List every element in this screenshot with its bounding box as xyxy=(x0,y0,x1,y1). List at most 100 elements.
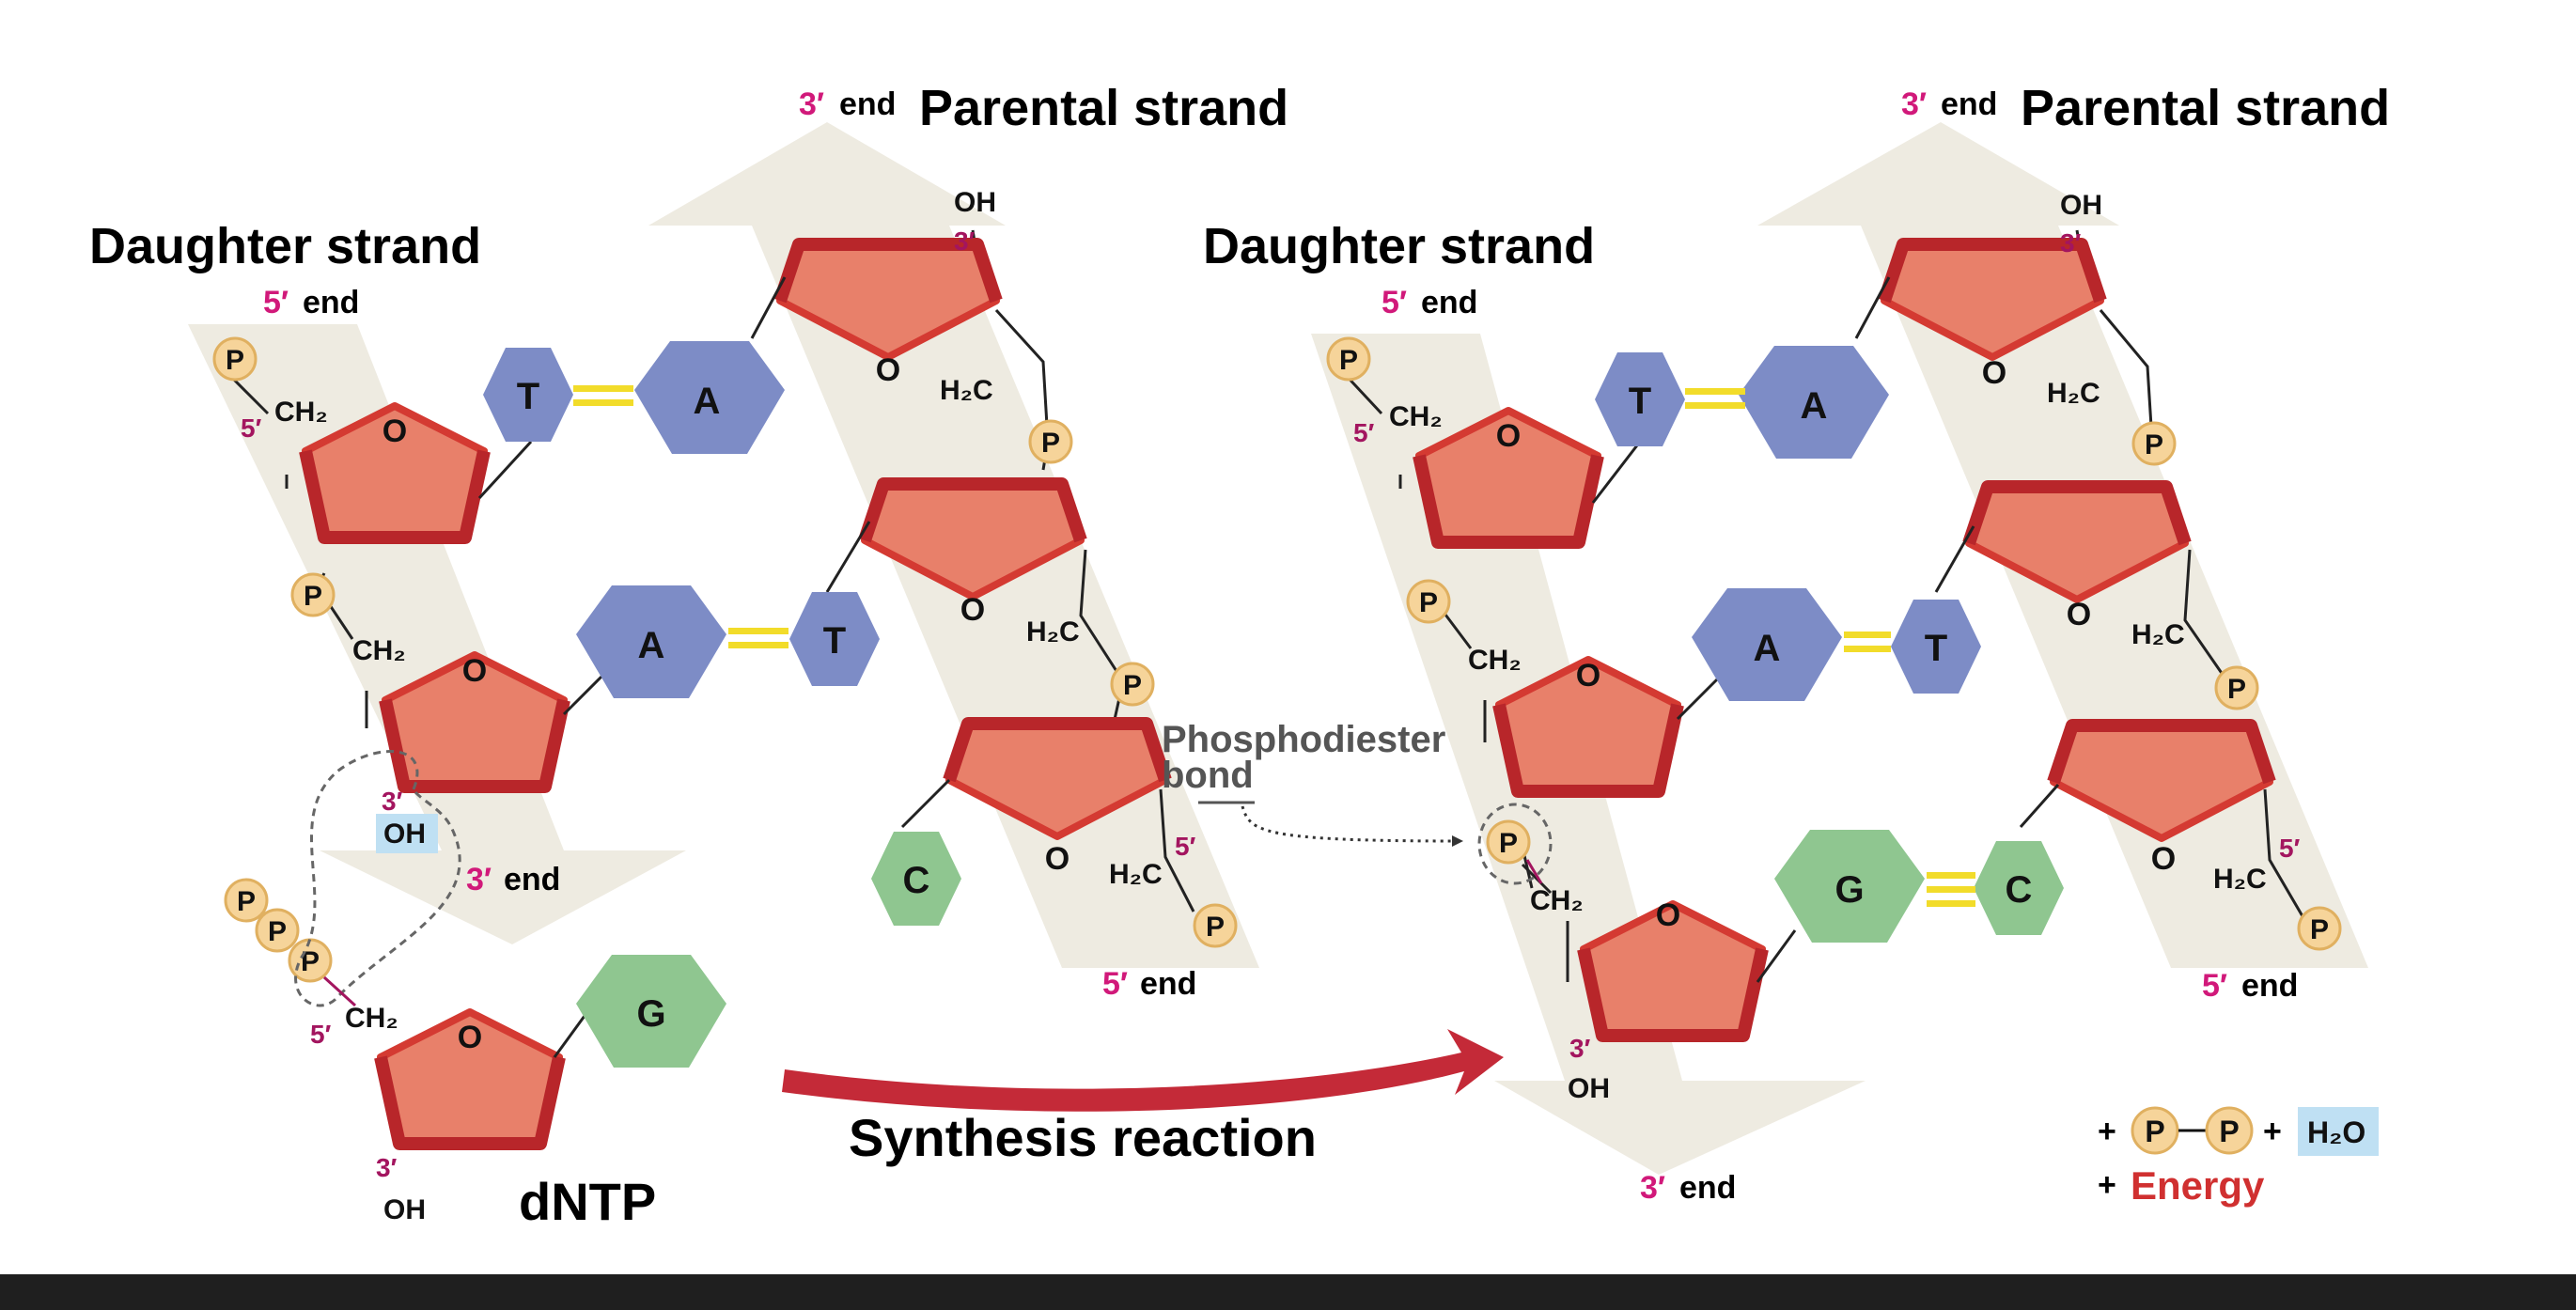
water-box xyxy=(2298,1107,2379,1156)
left-parental-5prime: 5′ xyxy=(1102,966,1128,1002)
left-phosphates xyxy=(212,336,1238,983)
left-h2c: H₂C xyxy=(1026,616,1080,647)
left-hydroxyl: OH xyxy=(954,187,996,218)
right-prime-label: 3′ xyxy=(1569,1034,1591,1063)
left-h2c: H₂C xyxy=(1109,859,1163,890)
left-base-g-label: G xyxy=(636,993,665,1035)
right-ch2: CH₂ xyxy=(1468,645,1522,676)
right-h2c: H₂C xyxy=(2047,378,2100,409)
right-base-t: T xyxy=(1629,381,1651,422)
left-daughter-3prime-end: end xyxy=(504,862,560,897)
right-ch2: CH₂ xyxy=(1530,885,1584,916)
left-daughter-strand-title: Daughter strand xyxy=(89,218,481,274)
left-base-c: C xyxy=(871,832,961,926)
synthesis-arrow xyxy=(782,1029,1504,1112)
left-daughter-5prime-end: end xyxy=(303,285,359,320)
left-prime-label: 5′ xyxy=(310,1020,332,1049)
left-phosphate-label: P xyxy=(237,886,256,917)
left-ring-oxygen: O xyxy=(462,653,487,689)
right-prime-label: 5′ xyxy=(2279,834,2301,863)
pyrophosphate-p2: P xyxy=(2219,1115,2239,1148)
water-label: H₂O xyxy=(2307,1115,2365,1149)
energy-label: Energy xyxy=(2131,1163,2265,1208)
left-base-t: T xyxy=(823,620,846,662)
left-phosphate-label: P xyxy=(304,581,322,612)
left-phosphate-label: P xyxy=(1206,912,1225,943)
left-ch2: CH₂ xyxy=(352,635,406,666)
phosphodiester-callout: Phosphodiester bond xyxy=(1162,719,1463,847)
left-parental-3prime: 3′ xyxy=(799,86,824,122)
right-phosphodiester-bond-outline xyxy=(1477,803,1553,885)
right-h2c: H₂C xyxy=(2131,619,2185,650)
left-ring-oxygen: O xyxy=(382,413,407,449)
right-prime-label: 5′ xyxy=(1353,418,1375,447)
right-hydroxyl: OH xyxy=(1568,1073,1610,1104)
left-daughter-5prime: 5′ xyxy=(263,285,289,320)
right-ring-oxygen: O xyxy=(2067,597,2091,632)
left-base-pair-at: A T xyxy=(576,585,880,698)
right-panel: Daughter strand Parental strand 3′ end 5… xyxy=(1203,80,2390,1206)
left-ch2: CH₂ xyxy=(274,397,328,428)
synthesis-arrow-group: Synthesis reaction xyxy=(782,1029,1504,1167)
right-daughter-5prime: 5′ xyxy=(1382,285,1407,320)
left-phosphate-label: P xyxy=(268,916,287,947)
right-base-pair-at: A T xyxy=(1692,588,1981,701)
right-daughter-strand-title: Daughter strand xyxy=(1203,218,1595,274)
left-daughter-3prime: 3′ xyxy=(466,862,492,897)
bottom-bar xyxy=(0,1274,2576,1310)
left-hydroxyl-highlight xyxy=(376,814,438,853)
right-hydroxyl: OH xyxy=(2060,190,2102,221)
right-parental-3prime-end: end xyxy=(1941,86,1997,122)
left-ring-oxygen: O xyxy=(960,592,985,628)
plus-sign: + xyxy=(2098,1167,2116,1203)
right-parental-strand-title: Parental strand xyxy=(2021,80,2390,136)
right-parental-3prime: 3′ xyxy=(1901,86,1927,122)
right-phosphate-label: P xyxy=(2227,674,2246,705)
right-daughter-3prime-end: end xyxy=(1679,1170,1736,1206)
left-base-a: A xyxy=(694,381,721,422)
right-base-c: C xyxy=(2006,869,2033,911)
left-phosphate-label: P xyxy=(1041,428,1060,459)
right-parental-5prime: 5′ xyxy=(2202,968,2227,1004)
left-ring-oxygen: O xyxy=(1045,841,1069,877)
right-prime-label: 3′ xyxy=(2060,228,2082,257)
right-phosphate-label: P xyxy=(2310,914,2329,945)
right-daughter-5prime-end: end xyxy=(1421,285,1477,320)
left-prime-label: 5′ xyxy=(241,413,262,443)
left-prime-label: 3′ xyxy=(382,787,403,816)
right-ring-oxygen: O xyxy=(2151,841,2176,877)
left-h2c: H₂C xyxy=(940,375,993,406)
left-phosphate-label: P xyxy=(1123,670,1142,701)
right-base-pair-ta: T A xyxy=(1595,346,1889,459)
right-phosphate-label: P xyxy=(1339,345,1358,376)
left-panel: Daughter strand Parental strand 3′ end 5… xyxy=(89,80,1288,1231)
left-ch2: CH₂ xyxy=(345,1003,398,1034)
pyrophosphate-p1: P xyxy=(2145,1115,2164,1148)
byproducts: + P P + H₂O + Energy xyxy=(2098,1106,2379,1208)
right-base-connectors xyxy=(1591,276,2060,983)
left-base-t: T xyxy=(517,376,539,417)
left-prime-label: 5′ xyxy=(1175,832,1196,861)
right-ring-oxygen: O xyxy=(1576,658,1600,694)
left-hydroxyl: OH xyxy=(383,1194,426,1225)
right-base-t: T xyxy=(1925,628,1947,669)
left-parental-5prime-end: end xyxy=(1140,966,1196,1002)
left-parental-3prime-end: end xyxy=(839,86,896,122)
dntp-label: dNTP xyxy=(519,1172,656,1231)
right-phosphate-label: P xyxy=(1499,828,1518,859)
left-new-bond-line xyxy=(322,975,357,1007)
right-phosphate-label: P xyxy=(1419,587,1438,618)
left-hydroxyl: OH xyxy=(383,819,426,850)
right-base-pair-gc: G C xyxy=(1774,830,2064,943)
right-ring-oxygen: O xyxy=(1496,418,1521,454)
right-h2c: H₂C xyxy=(2213,864,2267,895)
left-prime-label: 3′ xyxy=(376,1153,398,1182)
right-ch2: CH₂ xyxy=(1389,401,1443,432)
right-phosphate-label: P xyxy=(2145,429,2163,460)
left-phosphate-label: P xyxy=(226,345,244,376)
synthesis-reaction-label: Synthesis reaction xyxy=(849,1108,1317,1167)
right-new-bond-line xyxy=(1525,859,1543,884)
plus-sign: + xyxy=(2098,1114,2116,1149)
left-base-g-dntp: G xyxy=(576,955,726,1068)
